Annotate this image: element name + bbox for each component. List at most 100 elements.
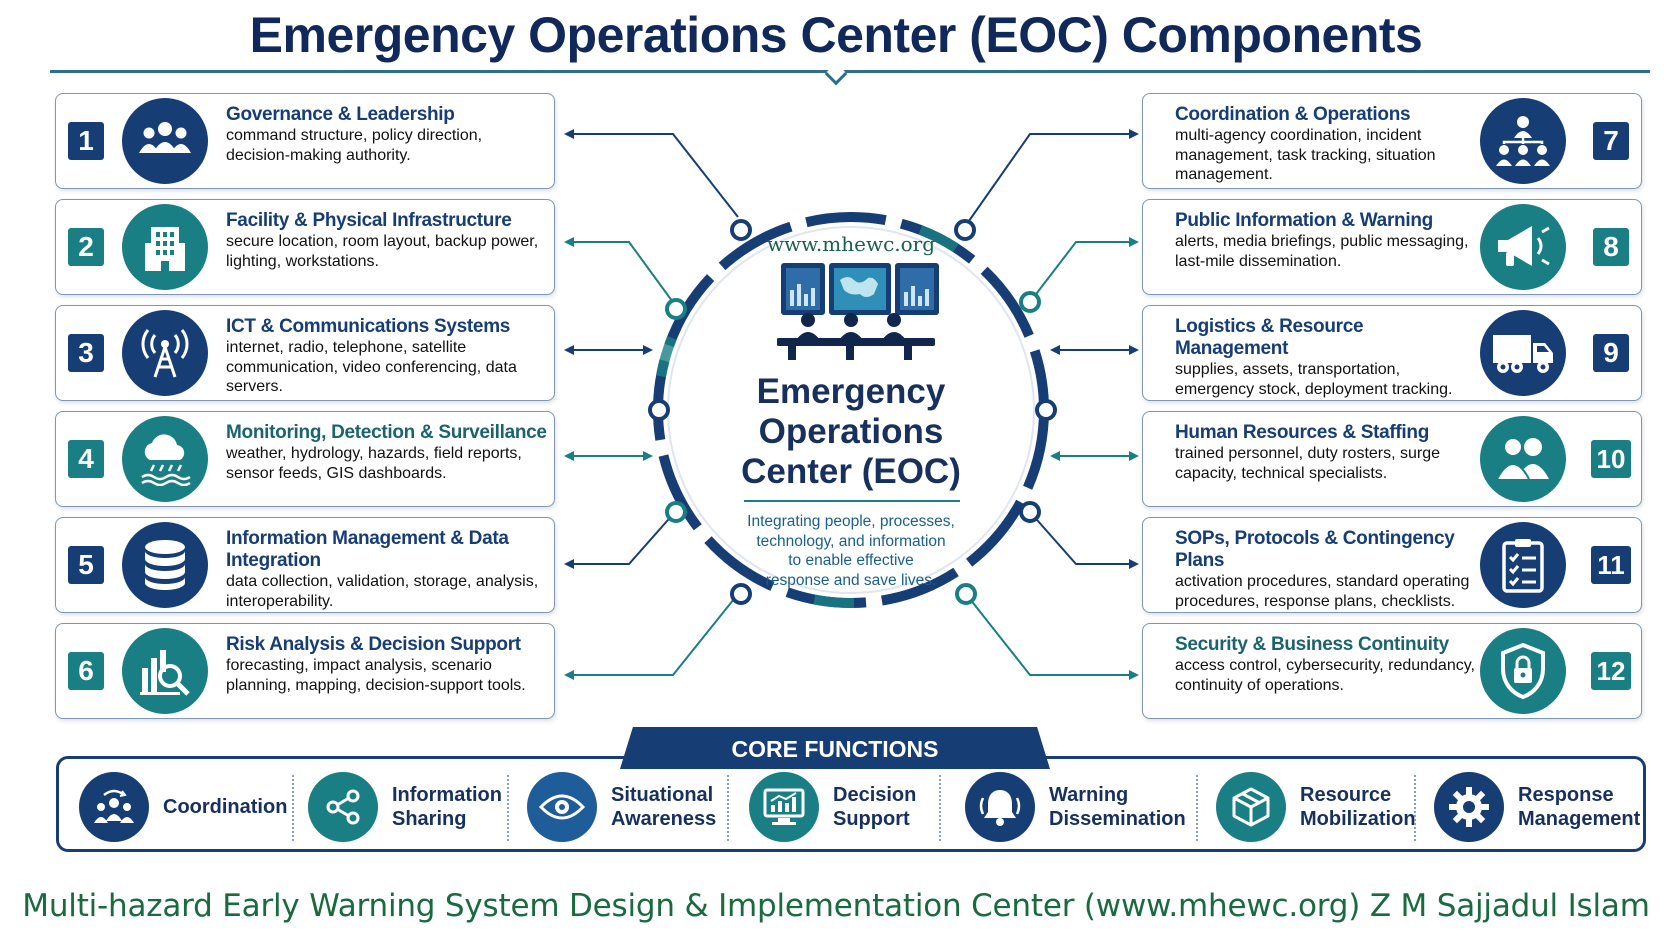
building-icon xyxy=(122,204,208,290)
component-card-human-resources: 10 Human Resources & Staffing trained pe… xyxy=(1142,411,1642,507)
database-icon xyxy=(122,522,208,608)
share-nodes-icon xyxy=(308,772,378,842)
component-number: 5 xyxy=(68,546,104,584)
eye-icon xyxy=(527,772,597,842)
center-url: www.mhewc.org xyxy=(766,232,936,256)
component-card-logistics: 9 Logistics & Resource Management suppli… xyxy=(1142,305,1642,401)
tagline-line: response and save lives. xyxy=(765,571,937,589)
component-card-monitoring: 4 Monitoring, Detection & Surveillance w… xyxy=(55,411,555,507)
core-item-coordination: Coordination xyxy=(79,759,287,855)
component-desc: forecasting, impact analysis, scenario p… xyxy=(226,657,526,694)
center-name-line: Center (EOC) xyxy=(741,452,961,491)
core-functions-heading: CORE FUNCTIONS xyxy=(620,727,1050,769)
connector-7 xyxy=(963,129,1139,229)
core-separator xyxy=(1414,775,1416,841)
component-card-public-information: 8 Public Information & Warning alerts, m… xyxy=(1142,199,1642,295)
component-number: 4 xyxy=(68,440,104,478)
staff-people-icon xyxy=(1480,416,1566,502)
connector-8 xyxy=(1029,237,1139,303)
ring-nodes xyxy=(648,219,1057,605)
component-number: 9 xyxy=(1593,334,1629,372)
component-title: ICT & Communications Systems xyxy=(226,316,511,337)
component-title: Monitoring, Detection & Surveillance xyxy=(226,422,547,443)
megaphone-icon xyxy=(1480,204,1566,290)
shield-lock-icon xyxy=(1480,628,1566,714)
clipboard-checklist-icon xyxy=(1480,522,1566,608)
component-title: SOPs, Protocols & Contingency Plans xyxy=(1175,528,1455,571)
center-tagline: Integrating people, processes, technolog… xyxy=(736,512,966,590)
component-card-ict: 3 ICT & Communications Systems internet,… xyxy=(55,305,555,401)
component-title: Logistics & Resource Management xyxy=(1175,316,1364,359)
component-number: 3 xyxy=(68,334,104,372)
radio-tower-icon xyxy=(122,310,208,396)
component-desc: alerts, media briefings, public messagin… xyxy=(1175,233,1469,270)
connector-5 xyxy=(564,511,676,569)
core-separator xyxy=(939,775,941,841)
component-desc: trained personnel, duty rosters, surge c… xyxy=(1175,445,1441,482)
connector-1 xyxy=(564,129,739,218)
tagline-line: Integrating people, processes, xyxy=(747,513,955,530)
component-title: Human Resources & Staffing xyxy=(1175,422,1430,443)
component-card-coordination: 7 Coordination & Operations multi-agency… xyxy=(1142,93,1642,189)
component-title: Security & Business Continuity xyxy=(1175,634,1449,655)
component-number: 11 xyxy=(1591,546,1631,584)
component-number: 2 xyxy=(68,228,104,266)
component-number: 1 xyxy=(68,122,104,160)
component-number: 8 xyxy=(1593,228,1629,266)
gear-icon xyxy=(1434,772,1504,842)
component-card-information-management: 5 Information Management & Data Integrat… xyxy=(55,517,555,613)
component-desc: weather, hydrology, hazards, field repor… xyxy=(226,445,522,482)
component-card-facility: 2 Facility & Physical Infrastructure sec… xyxy=(55,199,555,295)
title-underline xyxy=(50,70,1650,73)
component-desc: supplies, assets, transportation, emerge… xyxy=(1175,361,1453,398)
component-desc: command structure, policy direction, dec… xyxy=(226,127,483,164)
component-number: 12 xyxy=(1591,652,1631,690)
org-hierarchy-icon xyxy=(1480,98,1566,184)
rain-cloud-icon xyxy=(122,416,208,502)
component-desc: activation procedures, standard operatin… xyxy=(1175,573,1470,610)
tagline-line: technology, and information xyxy=(756,532,946,550)
center-divider xyxy=(744,500,960,502)
component-desc: secure location, room layout, backup pow… xyxy=(226,233,539,270)
center-eoc-name: Emergency Operations Center (EOC) xyxy=(716,372,986,492)
component-desc: multi-agency coordination, incident mana… xyxy=(1175,127,1436,183)
operations-room-illustration xyxy=(777,263,939,360)
component-title: Risk Analysis & Decision Support xyxy=(226,634,521,655)
component-card-security: 12 Security & Business Continuity access… xyxy=(1142,623,1642,719)
component-number: 7 xyxy=(1593,122,1629,160)
connector-11 xyxy=(1029,511,1139,569)
component-card-governance: 1 Governance & Leadership command struct… xyxy=(55,93,555,189)
core-item-label: Coordination xyxy=(163,796,288,818)
people-group-icon xyxy=(122,98,208,184)
connector-2 xyxy=(564,237,676,306)
component-desc: data collection, validation, storage, an… xyxy=(226,573,539,610)
component-number: 6 xyxy=(68,652,104,690)
component-title: Public Information & Warning xyxy=(1175,210,1433,231)
core-separator xyxy=(727,775,729,841)
bell-icon xyxy=(965,772,1035,842)
center-name-line: Emergency xyxy=(756,372,946,411)
connector-12 xyxy=(965,593,1139,680)
connector-6 xyxy=(564,593,739,680)
footer-credit: Multi-hazard Early Warning System Design… xyxy=(22,888,1650,924)
component-number: 10 xyxy=(1591,440,1631,478)
coordination-people-icon xyxy=(79,772,149,842)
tagline-line: to enable effective xyxy=(788,552,914,569)
core-separator xyxy=(507,775,509,841)
page-title: Emergency Operations Center (EOC) Compon… xyxy=(249,7,1423,63)
core-separator xyxy=(1196,775,1198,841)
component-card-risk-analysis: 6 Risk Analysis & Decision Support forec… xyxy=(55,623,555,719)
component-title: Coordination & Operations xyxy=(1175,104,1411,125)
